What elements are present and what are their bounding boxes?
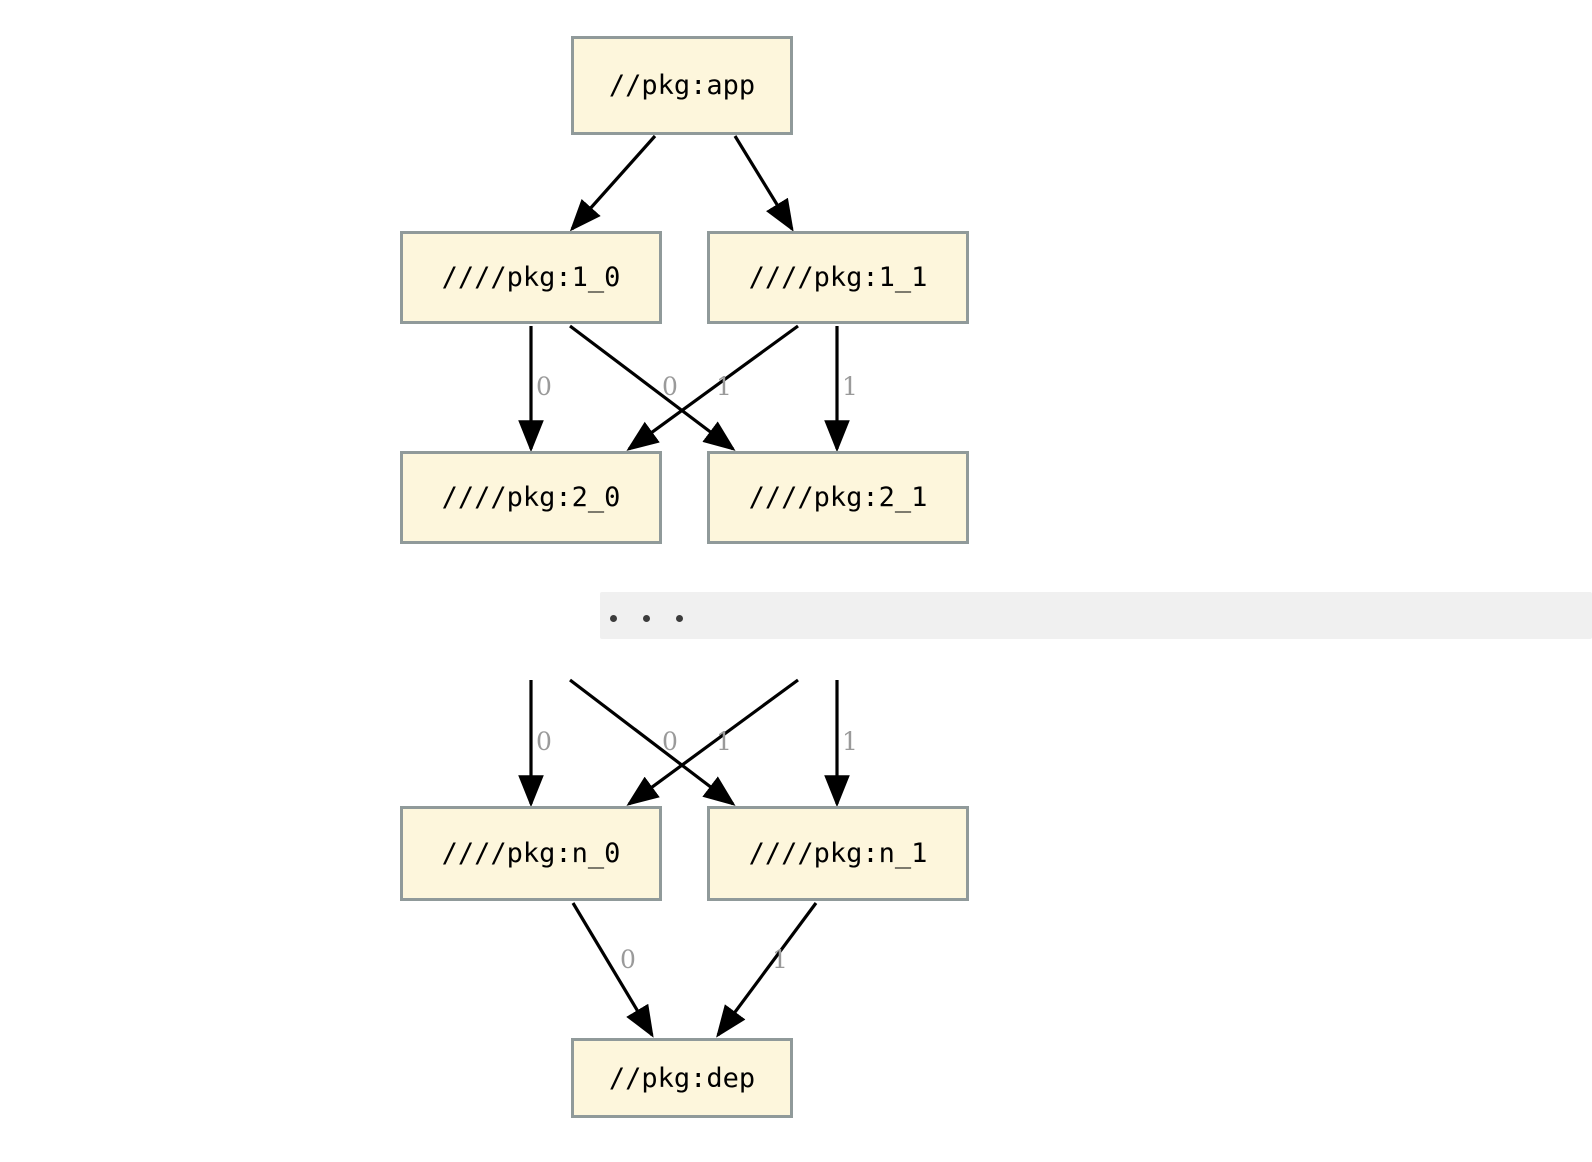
edge-e-app-1_1 <box>733 135 794 232</box>
node-label: ////pkg:1_0 <box>441 262 621 293</box>
node-l2_1[interactable]: ////pkg:2_1 <box>707 451 969 544</box>
edge-label-e-1_0-2_0: 0 <box>536 372 552 401</box>
edge-label-e-1_0-2_1: 1 <box>716 372 732 401</box>
edge-e-1_1-2_0 <box>626 324 799 451</box>
node-label: ////pkg:n_1 <box>748 838 928 869</box>
node-l2_0[interactable]: ////pkg:2_0 <box>400 451 662 544</box>
edge-label-e-n_0-dep: 0 <box>620 945 636 974</box>
node-label: //pkg:dep <box>608 1062 756 1094</box>
edge-e-x-n_1 <box>569 678 736 806</box>
edge-label-e-x-n_1: 1 <box>716 727 732 756</box>
ellipsis-dots <box>610 615 683 622</box>
ellipsis-dot-2 <box>676 615 683 622</box>
node-ln_1[interactable]: ////pkg:n_1 <box>707 806 969 901</box>
edge-e-app-1_0 <box>569 134 657 232</box>
node-ln_0[interactable]: ////pkg:n_0 <box>400 806 662 901</box>
node-label: ////pkg:1_1 <box>748 262 928 293</box>
edge-label-e-y-n_0: 0 <box>662 727 678 756</box>
ellipsis-dot-1 <box>643 615 650 622</box>
edge-label-e-x-n_0: 0 <box>536 727 552 756</box>
node-app[interactable]: //pkg:app <box>571 36 793 135</box>
edge-label-e-1_1-2_0: 0 <box>662 372 678 401</box>
edge-e-y-n_0 <box>626 678 799 806</box>
edge-e-1_0-2_1 <box>569 324 736 451</box>
node-l1_1[interactable]: ////pkg:1_1 <box>707 231 969 324</box>
node-label: ////pkg:n_0 <box>441 838 621 869</box>
node-label: ////pkg:2_0 <box>441 482 621 513</box>
node-label: ////pkg:2_1 <box>748 482 928 513</box>
edge-e-n_0-dep <box>571 902 654 1038</box>
ellipsis-dot-0 <box>610 615 617 622</box>
ellipsis-band <box>600 592 1592 639</box>
node-dep[interactable]: //pkg:dep <box>571 1038 793 1118</box>
edge-label-e-y-n_1: 1 <box>842 727 858 756</box>
edge-label-e-n_1-dep: 1 <box>772 945 788 974</box>
edge-e-n_1-dep <box>716 902 818 1038</box>
node-label: //pkg:app <box>608 70 756 101</box>
node-l1_0[interactable]: ////pkg:1_0 <box>400 231 662 324</box>
edge-label-e-1_1-2_1: 1 <box>842 372 858 401</box>
